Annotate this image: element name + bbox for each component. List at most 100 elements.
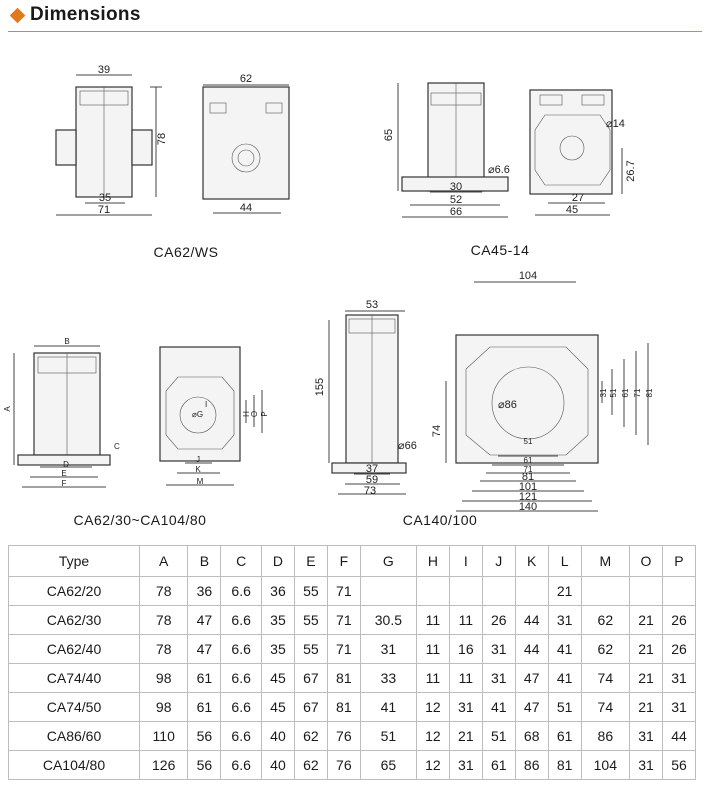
- value-cell: 6.6: [220, 721, 262, 751]
- value-cell: 6.6: [220, 692, 262, 722]
- value-cell: 65: [359, 750, 417, 780]
- dim-73: 73: [364, 485, 376, 497]
- value-cell: 67: [293, 663, 328, 693]
- ca62ws-front-view: 39 78 35 71: [55, 64, 168, 216]
- value-cell: 31: [481, 634, 516, 664]
- value-cell: 62: [580, 634, 631, 664]
- dim-B: B: [64, 337, 69, 346]
- value-cell: 31: [629, 750, 663, 780]
- dim-b121: 121: [519, 491, 537, 503]
- value-cell: [661, 576, 697, 606]
- value-cell: 74: [580, 692, 631, 722]
- value-cell: 21: [547, 576, 582, 606]
- value-cell: 40: [261, 750, 295, 780]
- value-cell: 11: [448, 605, 483, 635]
- value-cell: 61: [187, 663, 222, 693]
- value-cell: 26: [661, 634, 697, 664]
- value-cell: 67: [293, 692, 328, 722]
- value-cell: 110: [138, 721, 189, 751]
- value-cell: 44: [514, 605, 549, 635]
- type-cell: CA104/80: [8, 750, 140, 780]
- dim-b61: 61: [524, 456, 533, 465]
- dim-71: 71: [633, 388, 642, 397]
- value-cell: 86: [580, 721, 631, 751]
- value-cell: 44: [661, 721, 697, 751]
- value-cell: 11: [415, 663, 450, 693]
- dim-b51: 51: [524, 437, 533, 446]
- dim-44: 44: [240, 202, 252, 214]
- dim-d14: ⌀14: [606, 118, 625, 130]
- col-header: D: [261, 545, 295, 577]
- ca45-side-view: 65 ⌀6.6 30 52 66: [383, 82, 510, 218]
- value-cell: 55: [293, 605, 328, 635]
- value-cell: [580, 576, 631, 606]
- dim-53: 53: [366, 299, 378, 311]
- ca62ws-side-view: 62 44: [202, 73, 290, 214]
- value-cell: 51: [547, 692, 582, 722]
- value-cell: 6.6: [220, 750, 262, 780]
- value-cell: 12: [415, 721, 450, 751]
- col-header: A: [138, 545, 189, 577]
- col-header: I: [448, 545, 483, 577]
- value-cell: 56: [661, 750, 697, 780]
- value-cell: 81: [326, 663, 361, 693]
- dimensions-table-container: Type A B C D E F G H I J K L M O P CA62/…: [8, 545, 697, 780]
- value-cell: 41: [481, 692, 516, 722]
- dim-E: E: [61, 469, 66, 478]
- col-header: H: [415, 545, 450, 577]
- dim-A: A: [3, 406, 12, 412]
- value-cell: 78: [138, 576, 189, 606]
- section-header: Dimensions: [8, 4, 141, 26]
- section-title: Dimensions: [30, 4, 141, 25]
- value-cell: 31: [629, 721, 663, 751]
- value-cell: 61: [547, 721, 582, 751]
- value-cell: 21: [629, 634, 663, 664]
- value-cell: 36: [187, 576, 222, 606]
- value-cell: 86: [514, 750, 549, 780]
- type-cell: CA62/20: [8, 576, 140, 606]
- dim-6-6: ⌀6.6: [488, 164, 510, 176]
- value-cell: 36: [261, 576, 295, 606]
- table-header-row: Type A B C D E F G H I J K L M O P: [8, 545, 697, 577]
- value-cell: 98: [138, 663, 189, 693]
- value-cell: 21: [448, 721, 483, 751]
- value-cell: 31: [661, 692, 697, 722]
- dim-d86: ⌀86: [498, 399, 517, 411]
- value-cell: 12: [415, 750, 450, 780]
- diamond-bullet-icon: [9, 7, 26, 23]
- value-cell: 31: [547, 605, 582, 635]
- dim-62: 62: [240, 73, 252, 85]
- value-cell: 76: [326, 750, 361, 780]
- dim-26-7: 26.7: [625, 160, 637, 181]
- col-header: B: [187, 545, 222, 577]
- caption-ca62ws: CA62/WS: [154, 244, 219, 260]
- value-cell: 26: [481, 605, 516, 635]
- value-cell: 31: [448, 750, 483, 780]
- value-cell: 6.6: [220, 634, 262, 664]
- value-cell: 55: [293, 634, 328, 664]
- value-cell: 45: [261, 663, 295, 693]
- value-cell: 76: [326, 721, 361, 751]
- col-header: Type: [8, 545, 140, 577]
- dim-30: 30: [450, 181, 462, 193]
- dim-P: P: [260, 411, 269, 416]
- dim-61: 61: [621, 388, 630, 397]
- value-cell: 51: [359, 721, 417, 751]
- dim-31: 31: [599, 388, 608, 397]
- dim-J: J: [196, 455, 200, 464]
- dimensions-table: Type A B C D E F G H I J K L M O P CA62/…: [8, 545, 697, 780]
- value-cell: 74: [580, 663, 631, 693]
- dim-K: K: [195, 465, 201, 474]
- value-cell: 81: [547, 750, 582, 780]
- value-cell: [448, 576, 483, 606]
- value-cell: 16: [448, 634, 483, 664]
- col-header: P: [661, 545, 697, 577]
- ca45-front-view: ⌀14 26.7 27 45: [529, 89, 637, 216]
- dim-C: C: [114, 442, 120, 451]
- dim-D: D: [63, 460, 69, 469]
- value-cell: 33: [359, 663, 417, 693]
- col-header: G: [359, 545, 417, 577]
- value-cell: 31: [359, 634, 417, 664]
